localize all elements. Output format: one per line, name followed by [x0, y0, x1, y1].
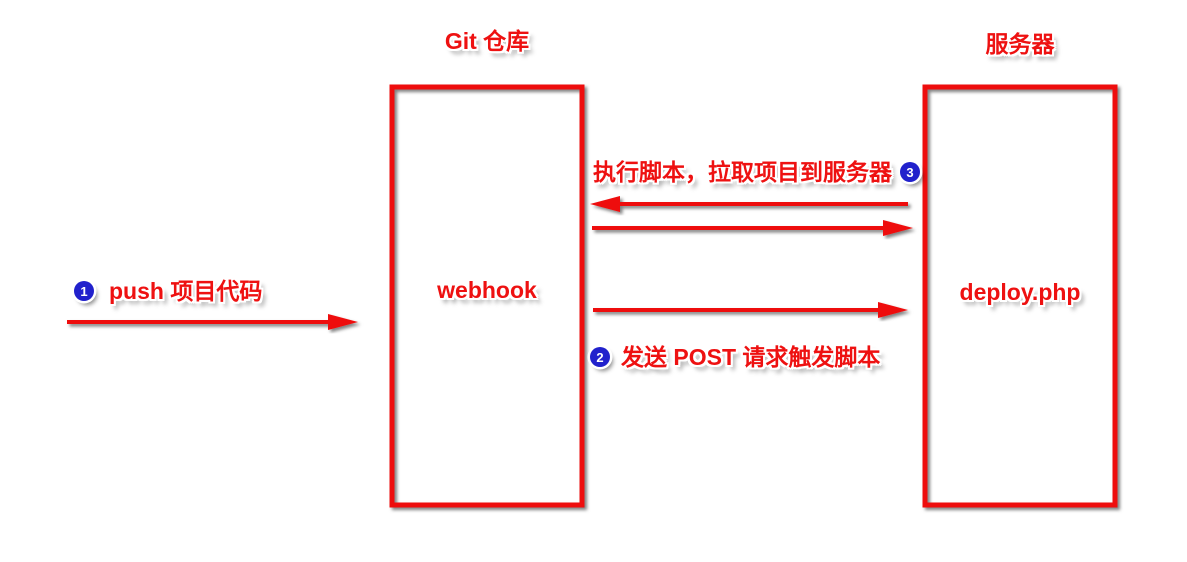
step-3-label: 执行脚本，拉取项目到服务器 — [593, 159, 892, 185]
arrow-push — [67, 314, 358, 330]
step-3: 执行脚本，拉取项目到服务器 3 — [593, 158, 920, 186]
step-2-badge: 2 — [590, 347, 610, 367]
git-repo-box — [389, 84, 585, 508]
arrow-return-head — [883, 220, 913, 236]
arrow-post-head — [878, 302, 908, 318]
step-1-label: push 项目代码 — [109, 278, 263, 304]
arrow-return — [592, 220, 913, 236]
step-2: 2 发送 POST 请求触发脚本 — [590, 343, 880, 371]
step-1-badge: 1 — [74, 281, 94, 301]
arrow-post — [593, 302, 908, 318]
git-repo-title: Git 仓库 — [444, 28, 530, 54]
webhook-label: webhook — [437, 277, 537, 303]
step-2-label: 发送 POST 请求触发脚本 — [621, 344, 881, 370]
server-title: 服务器 — [985, 31, 1055, 57]
server-box — [922, 84, 1118, 508]
deploy-php-label: deploy.php — [959, 279, 1081, 305]
step-1: 1 push 项目代码 — [74, 277, 262, 305]
step-3-badge: 3 — [900, 162, 920, 182]
arrow-push-head — [328, 314, 358, 330]
arrow-pull — [590, 196, 908, 212]
arrow-pull-head — [590, 196, 620, 212]
